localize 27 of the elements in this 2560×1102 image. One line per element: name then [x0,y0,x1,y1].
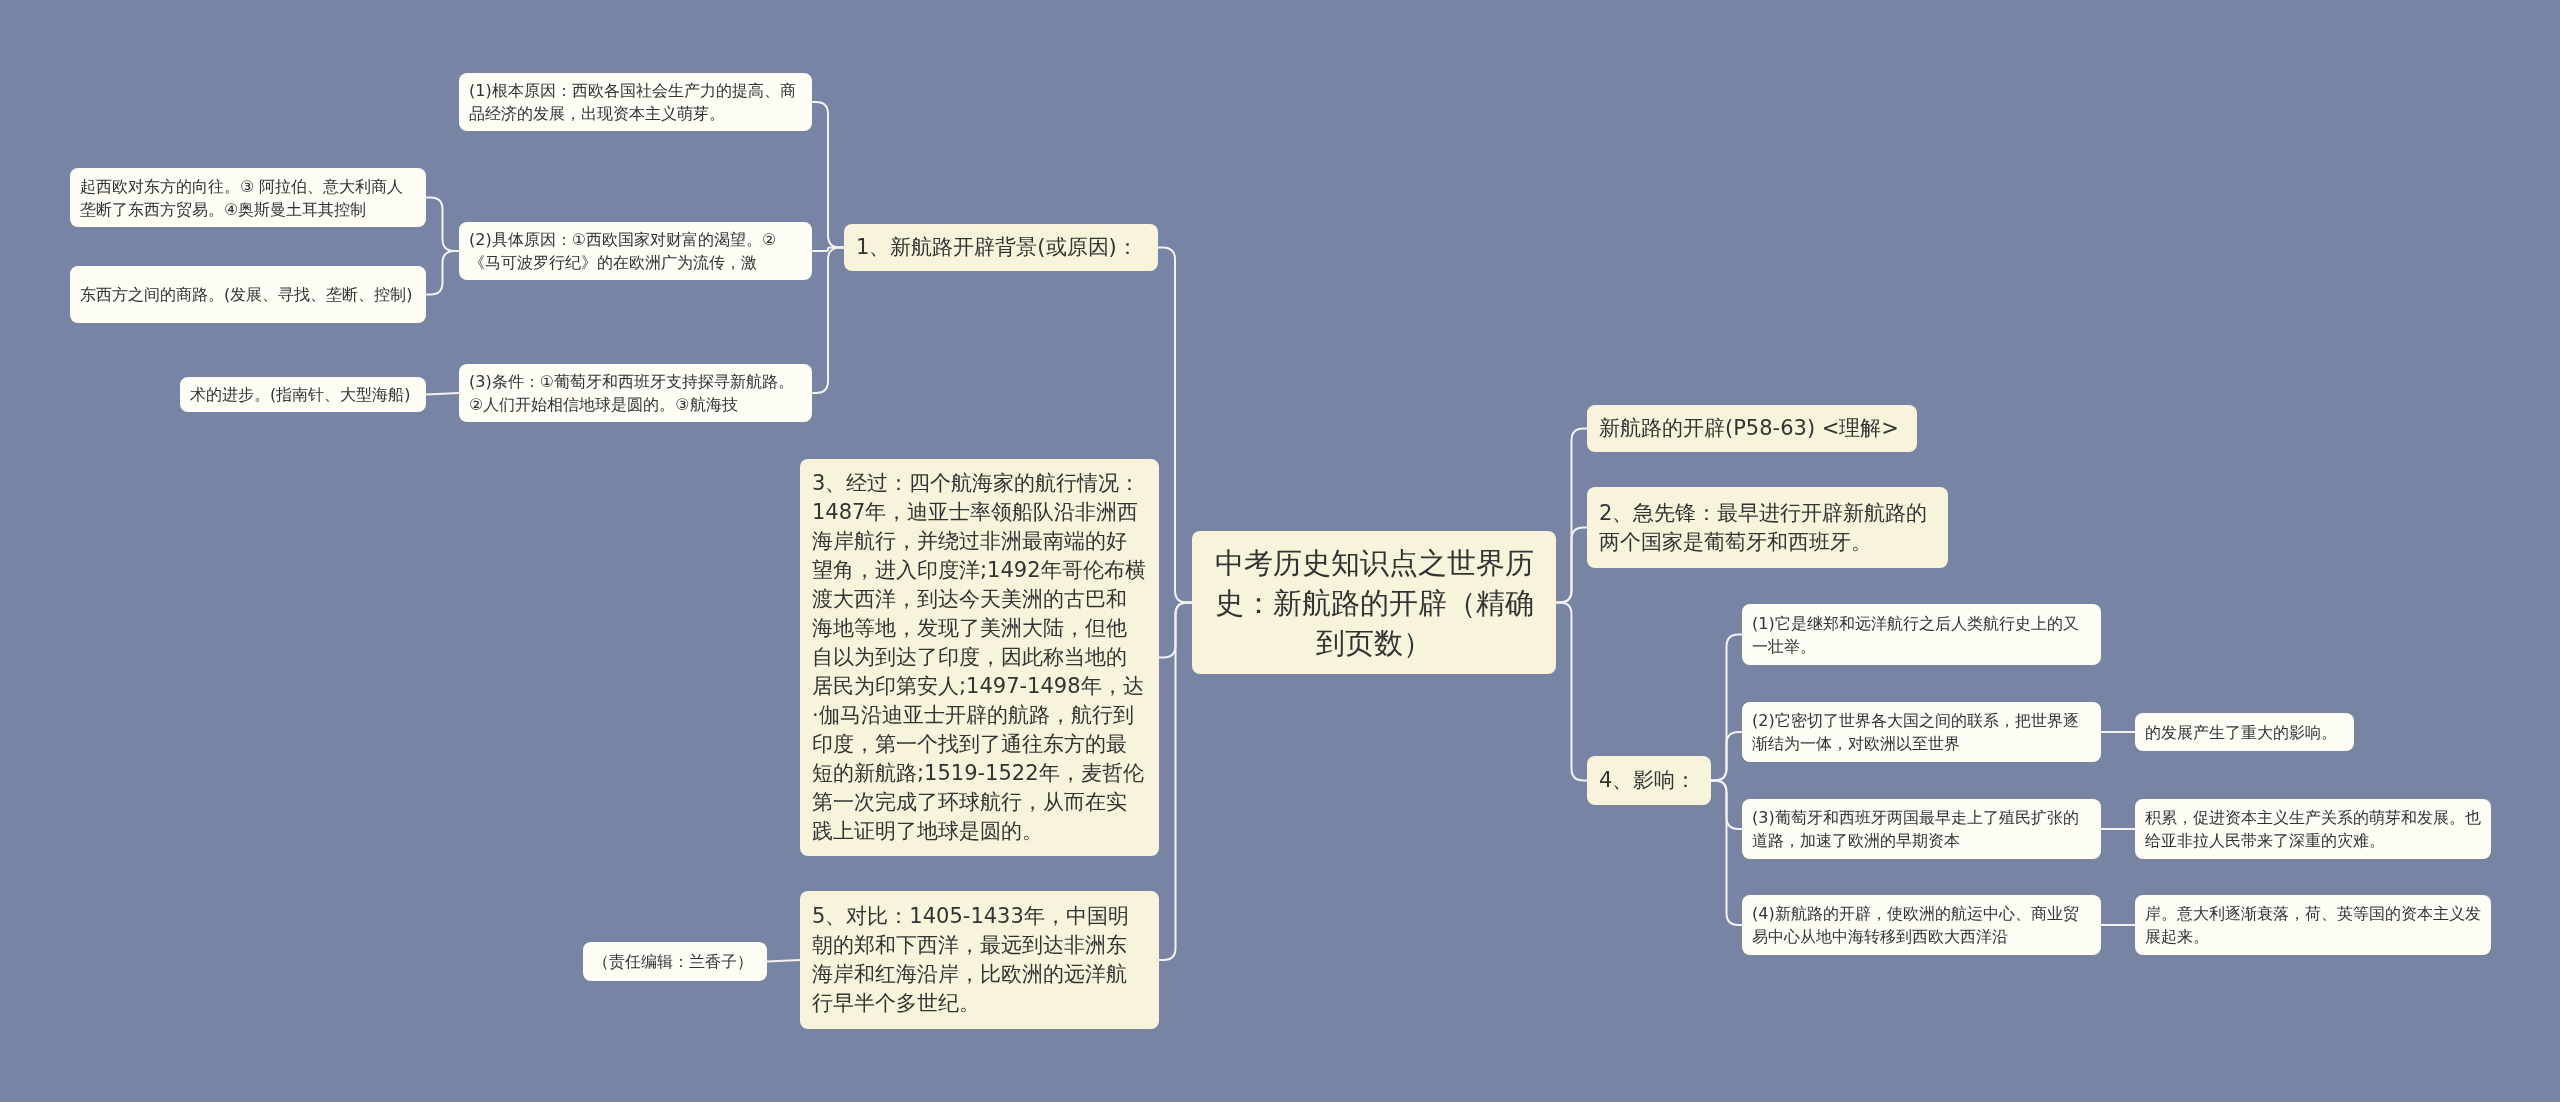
note-box: (4)新航路的开辟，使欧洲的航运中心、商业贸易中心从地中海转移到西欧大西洋沿 [1742,895,2101,955]
branch-box: 4、影响： [1587,756,1711,805]
note-box: (1)它是继郑和远洋航行之后人类航行史上的又一壮举。 [1742,604,2101,665]
topic-box: 中考历史知识点之世界历史：新航路的开辟（精确到页数） [1192,531,1556,674]
note-box: （责任编辑：兰香子） [583,942,767,981]
note-box: (3)葡萄牙和西班牙两国最早走上了殖民扩张的道路，加速了欧洲的早期资本 [1742,799,2101,859]
branch-box: 新航路的开辟(P58-63) <理解> [1587,405,1917,452]
branch-box: 2、急先锋：最早进行开辟新航路的两个国家是葡萄牙和西班牙。 [1587,487,1948,568]
connector-line [766,959,801,963]
branch-box: 5、对比：1405-1433年，中国明朝的郑和下西洋，最远到达非洲东海岸和红海沿岸，比欧洲的远洋航行早半个多世纪。 [800,891,1159,1029]
note-box: (3)条件：①葡萄牙和西班牙支持探寻新航路。②人们开始相信地球是圆的。③航海技 [459,364,812,422]
branch-box: 3、经过：四个航海家的航行情况：1487年，迪亚士率领船队沿非洲西海岸航行，并绕过非洲最南端的好望角，进入印度洋;1492年哥伦布横渡大西洋，到达今天美洲的古巴和海地等地，发现了美洲大陆，但他自以为到达了印度，因此称当地的居民为印第安人;1497-1498年，达·伽马沿迪亚士开辟的航路，航行到印度，第一个找到了通往东方的最短的新航路;1519-1522年，麦哲伦第一次完成了环球航行，从而在实践上证明了地球是圆的。 [800,459,1159,856]
note-box: 岸。意大利逐渐衰落，荷、英等国的资本主义发展起来。 [2135,895,2491,955]
note-box: 东西方之间的商路。(发展、寻找、垄断、控制) [70,266,426,323]
note-box: (1)根本原因：西欧各国社会生产力的提高、商品经济的发展，出现资本主义萌芽。 [459,73,812,131]
connector-line [425,392,460,396]
note-box: (2)具体原因：①西欧国家对财富的渴望。②《马可波罗行纪》的在欧洲广为流传，激 [459,222,812,280]
branch-box: 1、新航路开辟背景(或原因)： [844,224,1158,271]
connector-line [2100,924,2136,926]
note-box: (2)它密切了世界各大国之间的联系，把世界逐渐结为一体，对欧洲以至世界 [1742,702,2101,762]
note-box: 起西欧对东方的向往。③ 阿拉伯、意大利商人垄断了东西方贸易。④奥斯曼土耳其控制 [70,168,426,227]
note-box: 积累，促进资本主义生产关系的萌芽和发展。也给亚非拉人民带来了深重的灾难。 [2135,799,2491,859]
connector-line [2100,828,2136,830]
note-box: 术的进步。(指南针、大型海船) [180,377,426,412]
connector-line [425,250,460,296]
note-box: 的发展产生了重大的影响。 [2135,713,2354,751]
connector-line [2100,731,2136,733]
